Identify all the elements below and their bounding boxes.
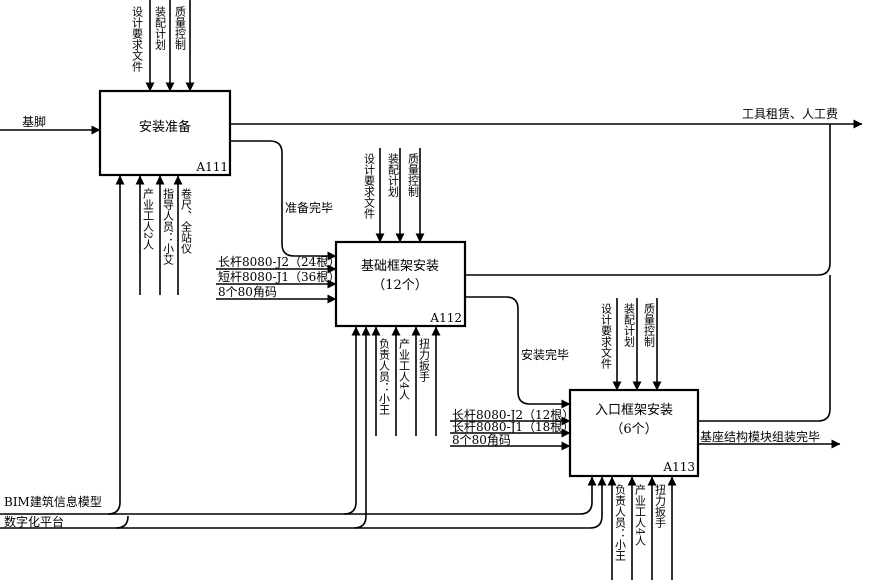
activity-subtitle-a113: （6个） bbox=[610, 422, 657, 437]
mechanism-label-a111-3: 卷尺、全站仪 bbox=[180, 187, 193, 254]
activity-box-a111 bbox=[98, 89, 232, 177]
mechanism-label-a111-1: 产业工人2人 bbox=[142, 187, 155, 250]
mechanism-label-a113-2: 产业工人4人 bbox=[634, 483, 647, 546]
mechanism-label-a111-2: 指导人员：小艾 bbox=[162, 187, 175, 266]
input-label-a111: 基脚 bbox=[22, 114, 46, 129]
control-label-a111-1: 设计要求文件 bbox=[131, 6, 144, 73]
input-label-a113-3: 8个80角码 bbox=[452, 433, 511, 447]
activity-code-a112: A112 bbox=[429, 311, 462, 325]
platform-label-digital: 数字化平台 bbox=[4, 514, 64, 529]
mechanism-label-a112-1: 负责人员：小王 bbox=[378, 337, 391, 415]
input-label-a112-3: 8个80角码 bbox=[218, 285, 277, 299]
flow-label-a112-a113: 安装完毕 bbox=[521, 347, 569, 362]
flow-label-a111-a112: 准备完毕 bbox=[285, 200, 333, 215]
control-label-a113-2: 装配计划 bbox=[623, 303, 636, 347]
activity-subtitle-a112: （12个） bbox=[372, 278, 428, 293]
input-label-a113-1: 长杆8080-J2（12根） bbox=[452, 408, 574, 422]
platform-label-bim: BIM建筑信息模型 bbox=[4, 494, 102, 509]
mechanism-label-a113-1: 负责人员：小王 bbox=[614, 483, 627, 561]
input-label-a112-2: 短杆8080-J1（36根） bbox=[218, 270, 340, 284]
activity-box-a112 bbox=[334, 240, 467, 328]
activity-title-a112: 基础框架安装 bbox=[361, 259, 439, 274]
input-label-a113-2: 长杆8080-J1（18根） bbox=[452, 420, 574, 434]
output-label-tools: 工具租赁、人工费 bbox=[742, 107, 838, 121]
control-label-a112-3: 质量控制 bbox=[407, 153, 420, 197]
control-label-a111-2: 装配计划 bbox=[154, 6, 167, 50]
activity-code-a111: A111 bbox=[195, 160, 228, 174]
control-label-a113-3: 质量控制 bbox=[643, 303, 656, 347]
activity-title-a113: 入口框架安装 bbox=[595, 403, 673, 418]
mechanism-label-a112-2: 产业工人4人 bbox=[398, 337, 411, 400]
control-label-a111-3: 质量控制 bbox=[174, 6, 187, 50]
control-label-a112-2: 装配计划 bbox=[387, 153, 400, 197]
activity-title-a111: 安装准备 bbox=[139, 119, 191, 135]
activity-code-a113: A113 bbox=[662, 460, 695, 474]
control-label-a113-1: 设计要求文件 bbox=[600, 303, 613, 370]
mechanism-label-a112-3: 扭力扳手 bbox=[418, 337, 431, 383]
output-label-final: 基座结构模块组装完毕 bbox=[700, 429, 820, 444]
input-label-a112-1: 长杆8080-J2（24根） bbox=[218, 255, 340, 269]
mechanism-label-a113-3: 扭力扳手 bbox=[654, 483, 667, 529]
control-label-a112-1: 设计要求文件 bbox=[363, 153, 376, 220]
